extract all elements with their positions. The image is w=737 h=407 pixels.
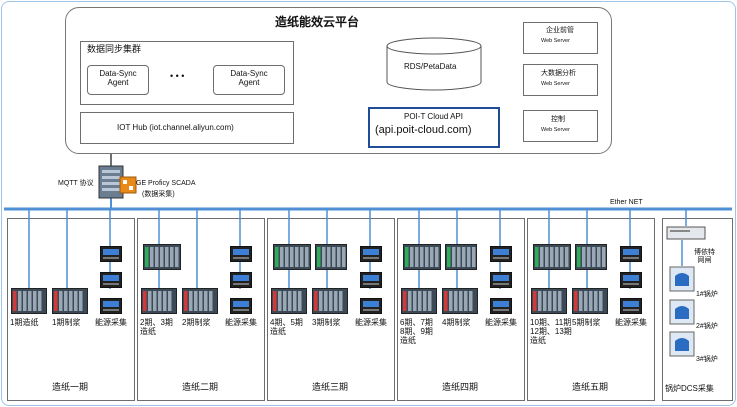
api-url: (api.poit-cloud.com) bbox=[375, 124, 472, 136]
phase-title: 造纸五期 bbox=[571, 382, 608, 392]
scada-logo-icon bbox=[119, 176, 137, 194]
energy-meter-icon bbox=[100, 246, 122, 262]
plc-rack-icon bbox=[312, 288, 348, 314]
energy-meter-icon bbox=[620, 298, 642, 314]
web-server-control bbox=[523, 110, 598, 142]
server-sub: Web Server bbox=[541, 127, 570, 133]
phase-unit-label: 能源采集 bbox=[225, 318, 257, 327]
phase-unit-label: 1期造纸 bbox=[10, 318, 39, 327]
boiler-panel-icon bbox=[669, 266, 695, 292]
phase-title: 造纸二期 bbox=[181, 382, 218, 392]
boiler-label: 2#锅炉 bbox=[696, 323, 718, 330]
plc-rack-icon bbox=[182, 288, 218, 314]
plc-rack-icon bbox=[11, 288, 47, 314]
mqtt-label: MQTT 协议 bbox=[58, 180, 94, 187]
server-name: 大数据分析 bbox=[541, 70, 576, 77]
plc-rack-icon bbox=[401, 288, 437, 314]
plc-rack-icon bbox=[141, 288, 177, 314]
energy-meter-icon bbox=[490, 272, 512, 288]
phase-unit-label: 能源采集 bbox=[95, 318, 127, 327]
data-sync-agent-2: Data-Sync Agent bbox=[213, 65, 285, 95]
dcs-title: 锅炉DCS采集 bbox=[665, 384, 714, 393]
phase-unit-label: 4期、5期 造纸 bbox=[270, 318, 303, 337]
server-sub: Web Server bbox=[541, 81, 570, 87]
server-name: 控制 bbox=[551, 116, 565, 123]
rds-database-icon bbox=[386, 37, 482, 91]
phase-unit-label: 5期制浆 bbox=[572, 318, 601, 327]
plc-rack-icon bbox=[143, 244, 181, 270]
phase-unit-label: 能源采集 bbox=[615, 318, 647, 327]
gateway-device-icon bbox=[666, 226, 706, 240]
energy-meter-icon bbox=[360, 298, 382, 314]
plc-rack-icon bbox=[273, 244, 311, 270]
boiler-label: 3#锅炉 bbox=[696, 356, 718, 363]
web-server-enterprise bbox=[523, 22, 598, 54]
scada-server-icon bbox=[98, 165, 124, 199]
agent-label: Data-Sync Agent bbox=[99, 69, 137, 88]
energy-meter-icon bbox=[490, 298, 512, 314]
phase-unit-label: 4期制浆 bbox=[442, 318, 471, 327]
phase-unit-label: 10期、11期 12期、13期 造纸 bbox=[530, 318, 572, 346]
boiler-panel-icon bbox=[669, 299, 695, 325]
energy-meter-icon bbox=[490, 246, 512, 262]
energy-meter-icon bbox=[620, 246, 642, 262]
phase-unit-label: 能源采集 bbox=[355, 318, 387, 327]
phase-unit-label: 1期制浆 bbox=[52, 318, 81, 327]
energy-meter-icon bbox=[230, 246, 252, 262]
cloud-api-box bbox=[368, 107, 500, 148]
gateway-label: 博依特 网闸 bbox=[694, 249, 715, 265]
agent-label: Data-Sync Agent bbox=[230, 69, 268, 88]
plc-rack-icon bbox=[445, 244, 477, 270]
phase-title: 造纸四期 bbox=[441, 382, 478, 392]
energy-meter-icon bbox=[230, 298, 252, 314]
energy-meter-icon bbox=[360, 246, 382, 262]
rds-label: RDS/PetaData bbox=[404, 62, 457, 71]
cluster-title: 数据同步集群 bbox=[87, 44, 142, 54]
plc-rack-icon bbox=[403, 244, 441, 270]
server-sub: Web Server bbox=[541, 38, 570, 44]
plc-rack-icon bbox=[575, 244, 607, 270]
iot-hub-box bbox=[80, 112, 294, 144]
plc-rack-icon bbox=[315, 244, 347, 270]
plc-rack-icon bbox=[533, 244, 571, 270]
phase-unit-label: 2期制浆 bbox=[182, 318, 211, 327]
scada-name: GE Proficy SCADA bbox=[136, 180, 196, 187]
phase-unit-label: 能源采集 bbox=[485, 318, 517, 327]
server-name: 企业前管 bbox=[546, 27, 574, 34]
energy-meter-icon bbox=[100, 298, 122, 314]
phase-unit-label: 3期制浆 bbox=[312, 318, 341, 327]
ellipsis: • • • bbox=[170, 71, 185, 81]
plc-rack-icon bbox=[52, 288, 88, 314]
energy-meter-icon bbox=[100, 272, 122, 288]
scada-sub: (数据采集) bbox=[142, 191, 175, 198]
boiler-panel-icon bbox=[669, 331, 695, 357]
energy-meter-icon bbox=[230, 272, 252, 288]
plc-rack-icon bbox=[271, 288, 307, 314]
energy-meter-icon bbox=[620, 272, 642, 288]
iot-hub-label: IOT Hub (iot.channel.aliyun.com) bbox=[117, 123, 234, 132]
platform-title: 造纸能效云平台 bbox=[275, 15, 360, 29]
plc-rack-icon bbox=[572, 288, 608, 314]
data-sync-agent-1: Data-Sync Agent bbox=[87, 65, 149, 95]
api-name: POI-T Cloud API bbox=[404, 112, 463, 121]
plc-rack-icon bbox=[442, 288, 478, 314]
boiler-label: 1#锅炉 bbox=[696, 291, 718, 298]
phase-title: 造纸一期 bbox=[51, 382, 88, 392]
phase-unit-label: 2期、3期 造纸 bbox=[140, 318, 173, 337]
ethernet-label: Ether NET bbox=[610, 199, 643, 206]
plc-rack-icon bbox=[531, 288, 567, 314]
phase-unit-label: 6期、7期 8期、9期 造纸 bbox=[400, 318, 433, 346]
phase-title: 造纸三期 bbox=[311, 382, 348, 392]
web-server-analytics bbox=[523, 64, 598, 96]
energy-meter-icon bbox=[360, 272, 382, 288]
